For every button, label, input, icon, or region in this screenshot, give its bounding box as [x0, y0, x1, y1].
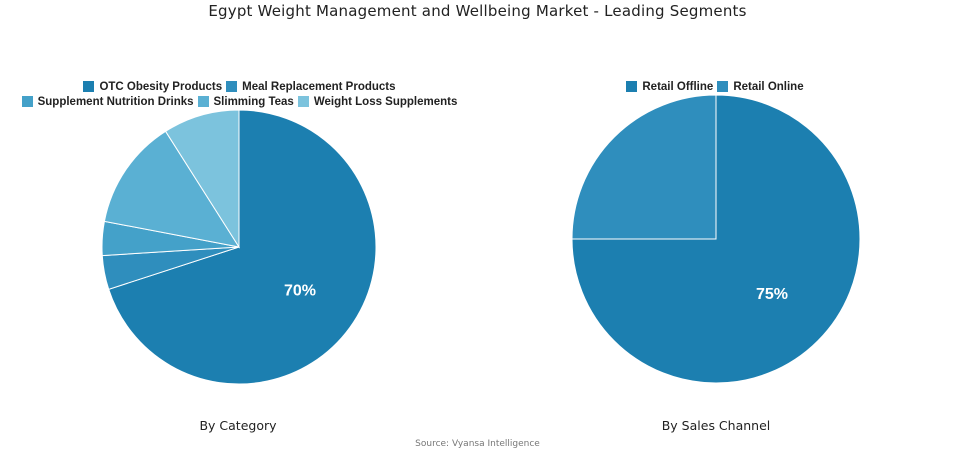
legend-item: OTC Obesity Products — [83, 80, 222, 93]
sales-channel-chart-caption: By Sales Channel — [661, 418, 771, 433]
legend-swatch — [297, 96, 309, 107]
legend-item: Meal Replacement Products — [226, 80, 396, 93]
legend-label: Supplement Nutrition Drinks — [37, 95, 194, 108]
legend-swatch — [197, 96, 209, 107]
pie-slice-retail-offline — [571, 94, 861, 384]
legend-label: Slimming Teas — [213, 95, 294, 108]
sales-channel-pie-chart: 75% — [571, 94, 861, 384]
category-pie-chart: 70% — [101, 109, 377, 385]
page-title: Egypt Weight Management and Wellbeing Ma… — [208, 2, 747, 20]
pie-slice-slimming-teas — [103, 130, 241, 248]
legend-swatch — [226, 81, 238, 92]
pie-slice-weight-loss-supplements — [164, 109, 240, 249]
legend-label: Weight Loss Supplements — [313, 95, 458, 108]
legend-label: Retail Online — [733, 80, 804, 93]
legend-item: Supplement Nutrition Drinks — [21, 95, 194, 108]
legend-by-sales-channel: Retail Offline Retail Online — [600, 80, 830, 93]
pie-slice-otc-obesity-products — [108, 109, 377, 385]
legend-label: Retail Offline — [642, 80, 714, 93]
legend-swatch — [717, 81, 729, 92]
category-chart-caption: By Category — [199, 418, 277, 433]
legend-swatch — [626, 81, 638, 92]
legend-swatch — [83, 81, 95, 92]
pie-data-label: 70% — [284, 283, 316, 300]
legend-by-category: OTC Obesity Products Meal Replacement Pr… — [12, 80, 467, 108]
legend-label: OTC Obesity Products — [99, 80, 223, 93]
legend-item: Retail Offline — [626, 80, 713, 93]
legend-item: Slimming Teas — [197, 95, 294, 108]
pie-data-label: 75% — [756, 286, 788, 303]
legend-label: Meal Replacement Products — [242, 80, 396, 93]
pie-slice-retail-online — [571, 94, 717, 240]
legend-item: Weight Loss Supplements — [297, 95, 458, 108]
source-note: Source: Vyansa Intelligence — [415, 439, 540, 449]
legend-item: Retail Online — [717, 80, 804, 93]
legend-swatch — [21, 96, 33, 107]
